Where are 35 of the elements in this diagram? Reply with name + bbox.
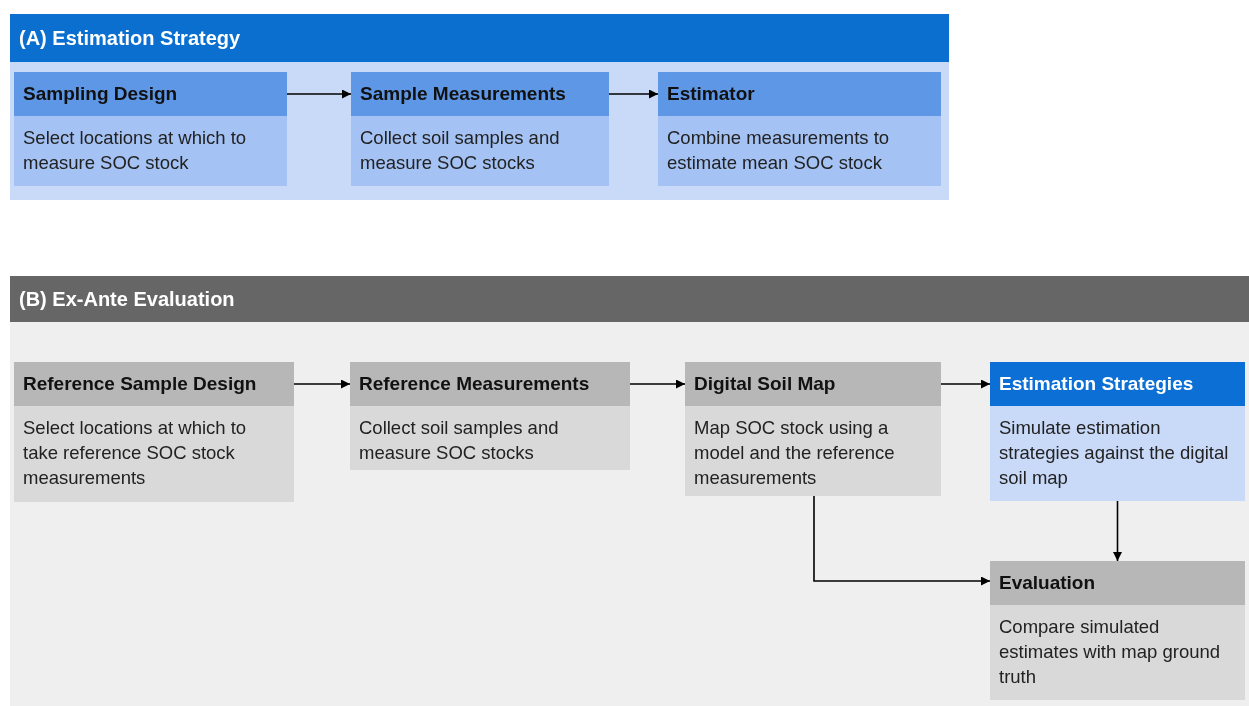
- arrow: [286, 89, 352, 99]
- step-description: Map SOC stock using a model and the reference measurements: [693, 416, 896, 490]
- step-description: Collect soil samples and measure SOC stocks: [359, 126, 561, 175]
- step-heading: Sample Measurements: [351, 72, 609, 116]
- arrow: [629, 379, 686, 389]
- step-description: Collect soil samples and measure SOC stocks: [358, 416, 560, 465]
- step-card: [351, 72, 609, 186]
- step-card: [350, 362, 630, 470]
- panel-header: (A) Estimation Strategy: [10, 14, 949, 62]
- step-heading: Digital Soil Map: [685, 362, 941, 406]
- arrow: [940, 379, 991, 389]
- step-heading: Reference Measurements: [350, 362, 630, 406]
- panel: [10, 14, 949, 200]
- step-card: [990, 561, 1245, 700]
- step-card: [14, 362, 294, 502]
- step-description: Combine measurements to estimate mean SOC stock: [666, 126, 891, 175]
- arrow: [608, 89, 659, 99]
- arrow: [813, 495, 991, 586]
- step-card: [658, 72, 941, 186]
- step-description: Select locations at which to take reference SOC stock measurements: [22, 416, 248, 490]
- arrow: [293, 379, 351, 389]
- panel: [10, 276, 1249, 706]
- step-card: [990, 362, 1245, 501]
- step-description: Select locations at which to measure SOC stock: [22, 126, 248, 175]
- step-card: [685, 362, 941, 496]
- step-description: Simulate estimation strategies against the digital soil map: [998, 416, 1230, 490]
- step-heading: Estimation Strategies: [990, 362, 1245, 406]
- arrow: [1113, 500, 1122, 562]
- step-heading: Estimator: [658, 72, 941, 116]
- step-heading: Sampling Design: [14, 72, 287, 116]
- step-card: [14, 72, 287, 186]
- panel-header: (B) Ex-Ante Evaluation: [10, 276, 1249, 322]
- step-description: Compare simulated estimates with map ground truth: [998, 615, 1222, 689]
- step-heading: Reference Sample Design: [14, 362, 294, 406]
- step-heading: Evaluation: [990, 561, 1245, 605]
